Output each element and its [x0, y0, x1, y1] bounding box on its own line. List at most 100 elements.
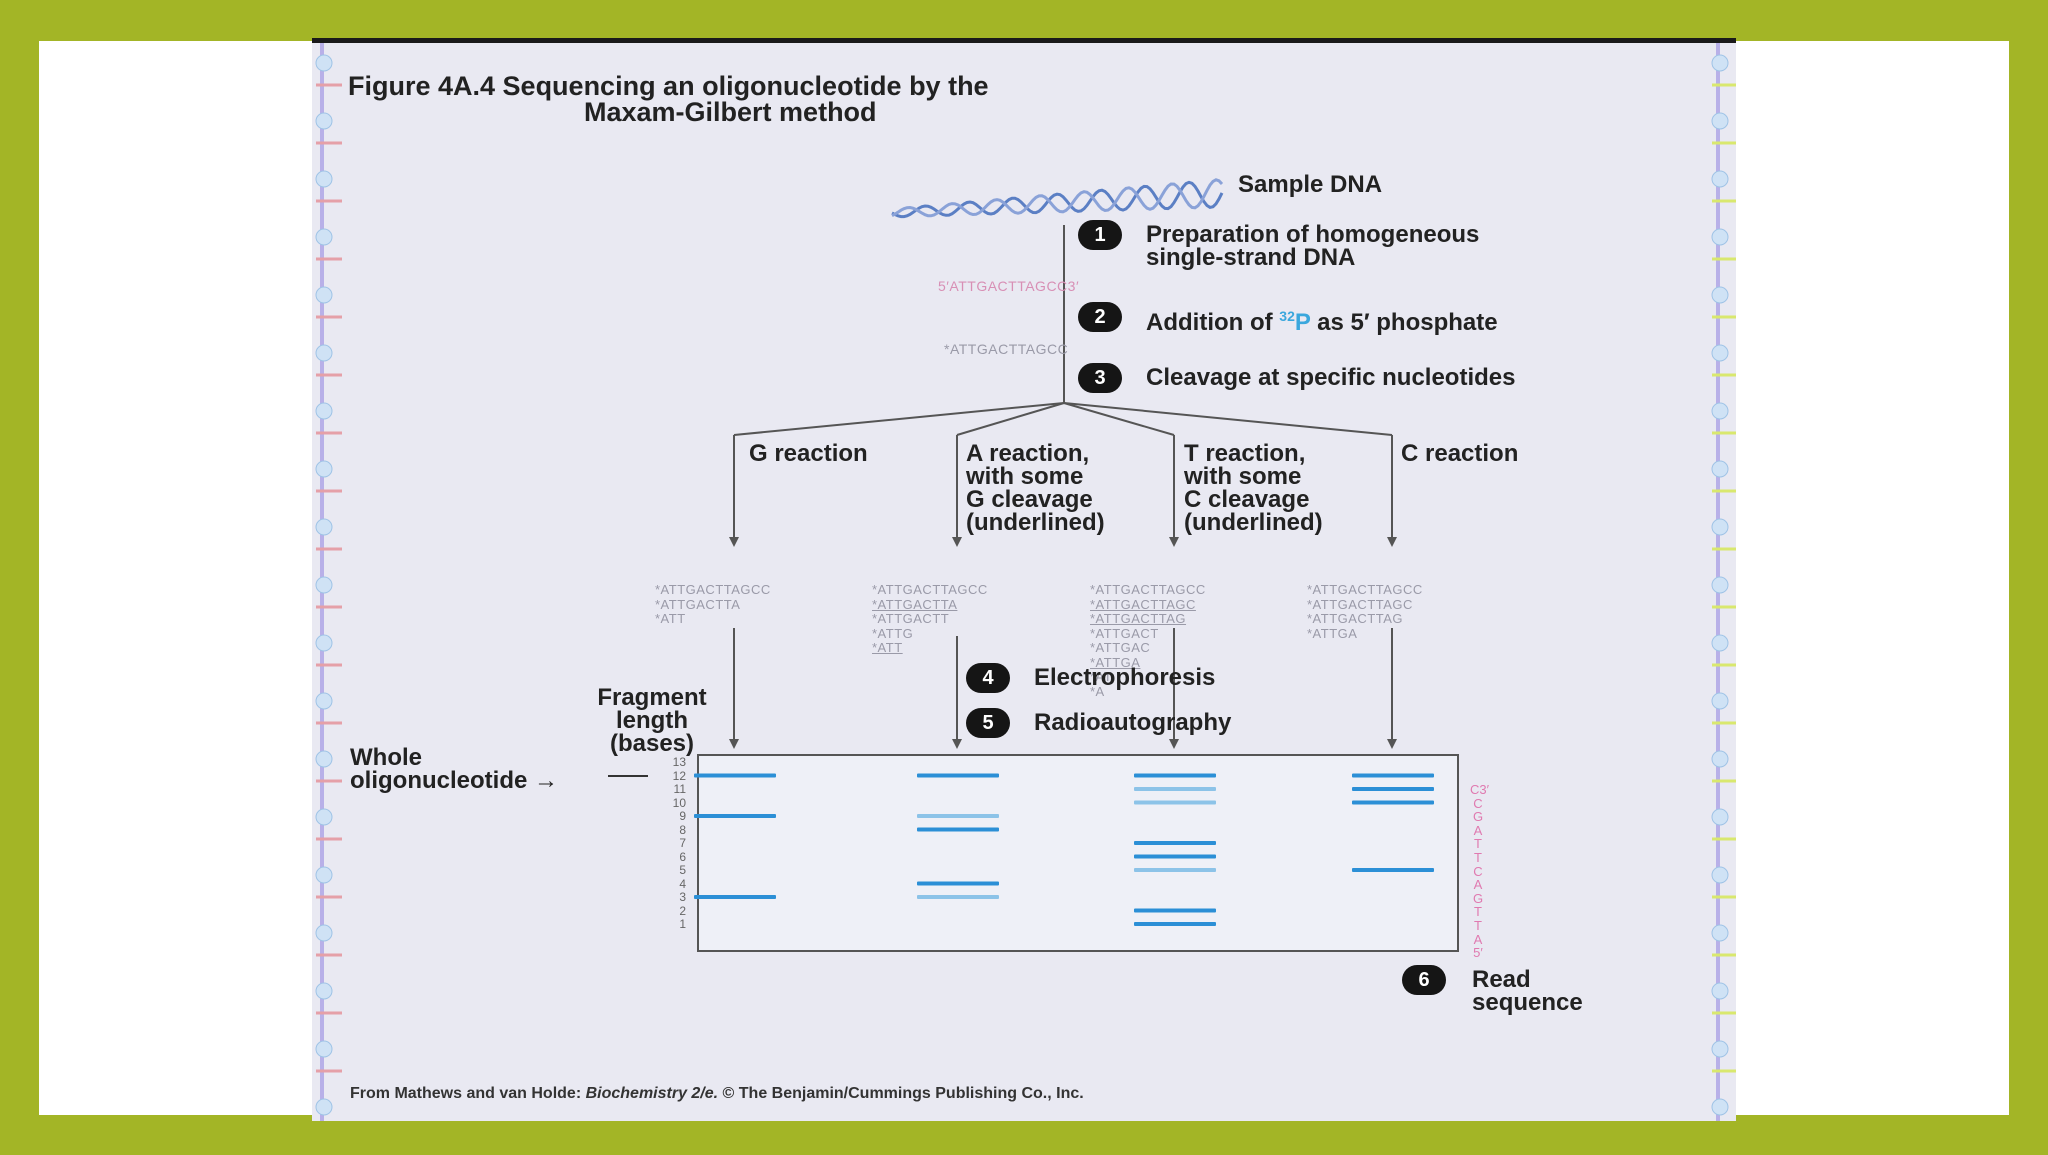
border-bead	[1711, 576, 1729, 594]
border-bead	[1711, 518, 1729, 536]
dna-helix-strand-2	[891, 178, 1224, 218]
step-1-badge: 1	[1078, 220, 1122, 250]
gel-band-t	[1134, 787, 1216, 791]
gel-band-a	[917, 773, 999, 778]
step-5-text: Radioautography	[1034, 709, 1232, 736]
border-bead	[315, 170, 333, 188]
gel-band-t	[1134, 773, 1216, 778]
read-base: T	[1474, 904, 1482, 920]
branch-line	[733, 402, 1065, 436]
border-bead	[315, 634, 333, 652]
c-reaction-label: C reaction	[1401, 440, 1519, 467]
read-base: C	[1473, 863, 1483, 879]
gel-length-number: 8	[679, 822, 686, 837]
read-base: A	[1473, 877, 1483, 893]
border-bead	[315, 344, 333, 362]
read-base: A	[1473, 931, 1483, 947]
border-bead	[315, 982, 333, 1000]
arrow-head	[1169, 739, 1179, 749]
gel-length-number: 11	[673, 782, 686, 796]
step-3-text: Cleavage at specific nucleotides	[1146, 364, 1516, 391]
a-fragments: *ATTGACTTAGCC*ATTGACTTA*ATTGACTT*ATTG*AT…	[872, 582, 988, 655]
gel-band-c	[1352, 800, 1434, 805]
border-bead	[1711, 634, 1729, 652]
branch-line	[1063, 402, 1393, 436]
border-bead	[1711, 1040, 1729, 1058]
gel-band-g	[694, 895, 776, 899]
arrow-head	[1169, 537, 1179, 547]
border-bead	[315, 402, 333, 420]
border-bead	[315, 518, 333, 536]
credit-line: From Mathews and van Holde: Biochemistry…	[350, 1085, 1084, 1102]
g-fragments: *ATTGACTTAGCC*ATTGACTTA*ATT	[655, 582, 771, 626]
figure-title-line1: Figure 4A.4 Sequencing an oligonucleotid…	[348, 71, 989, 101]
arrow-head	[729, 739, 739, 749]
gel-band-t	[1134, 908, 1216, 913]
border-bead	[315, 808, 333, 826]
g-reaction-label: G reaction	[749, 440, 868, 467]
gel-band-t	[1134, 800, 1216, 805]
gel-band-c	[1352, 868, 1434, 872]
gel-band-t	[1134, 841, 1216, 845]
gel-box	[697, 754, 1459, 952]
border-bead	[315, 692, 333, 710]
border-bead	[1711, 54, 1729, 72]
border-bead	[315, 286, 333, 304]
border-bead	[1711, 808, 1729, 826]
gel-band-a	[917, 814, 999, 818]
step-2-badge: 2	[1078, 302, 1122, 332]
read-base: T	[1474, 849, 1482, 865]
whole-oligo-label: Whole oligonucleotide →	[350, 744, 558, 794]
gel-band-a	[917, 827, 999, 832]
read-base: 5′	[1473, 945, 1483, 961]
phosphorus-symbol: P	[1294, 309, 1311, 336]
read-base: T	[1474, 917, 1482, 933]
gel-length-number: 5	[679, 863, 686, 877]
arrow-head	[1387, 739, 1397, 749]
border-bead	[315, 112, 333, 130]
border-bead	[1711, 344, 1729, 362]
gel-length-number: 6	[679, 849, 686, 864]
border-bead	[1711, 460, 1729, 478]
gel-length-number: 3	[679, 890, 686, 904]
gel-length-number: 1	[679, 917, 686, 931]
border-bead	[1711, 1098, 1729, 1116]
step-2-text: Addition of 32P as 5′ phosphate	[1146, 308, 1498, 336]
gel-band-c	[1352, 773, 1434, 778]
border-bead	[1711, 924, 1729, 942]
strand-5-3: 5′ATTGACTTAGCC3′	[938, 278, 1080, 294]
figure-title-line2: Maxam-Gilbert method	[584, 97, 877, 127]
arrow-head	[1387, 537, 1397, 547]
arrow-head	[729, 537, 739, 547]
arrow-head	[952, 537, 962, 547]
gel-band-a	[917, 881, 999, 886]
border-bead	[1711, 692, 1729, 710]
border-bead	[315, 460, 333, 478]
border-bead	[315, 924, 333, 942]
isotope-superscript: 32	[1279, 308, 1295, 324]
step-6-badge: 6	[1402, 965, 1446, 995]
diagram-art	[315, 43, 1736, 1121]
read-base: T	[1474, 836, 1482, 852]
read-base: C	[1473, 795, 1483, 811]
gel-band-a	[917, 895, 999, 899]
border-bead	[1711, 982, 1729, 1000]
step-5-badge: 5	[966, 708, 1010, 738]
t-fragments: *ATTGACTTAGCC*ATTGACTTAGC*ATTGACTTAG*ATT…	[1090, 582, 1206, 699]
sample-dna-label: Sample DNA	[1238, 171, 1383, 198]
branch-line	[1063, 402, 1175, 436]
border-bead	[1711, 866, 1729, 884]
border-bead	[315, 866, 333, 884]
gel-band-t	[1134, 922, 1216, 926]
read-base: C3′	[1470, 782, 1490, 797]
gel-length-number: 7	[679, 836, 686, 850]
branch-line	[956, 402, 1065, 436]
gel-band-t	[1134, 854, 1216, 859]
border-bead	[315, 54, 333, 72]
border-bead	[1711, 402, 1729, 420]
step-1-line2: single-strand DNA	[1146, 244, 1356, 271]
